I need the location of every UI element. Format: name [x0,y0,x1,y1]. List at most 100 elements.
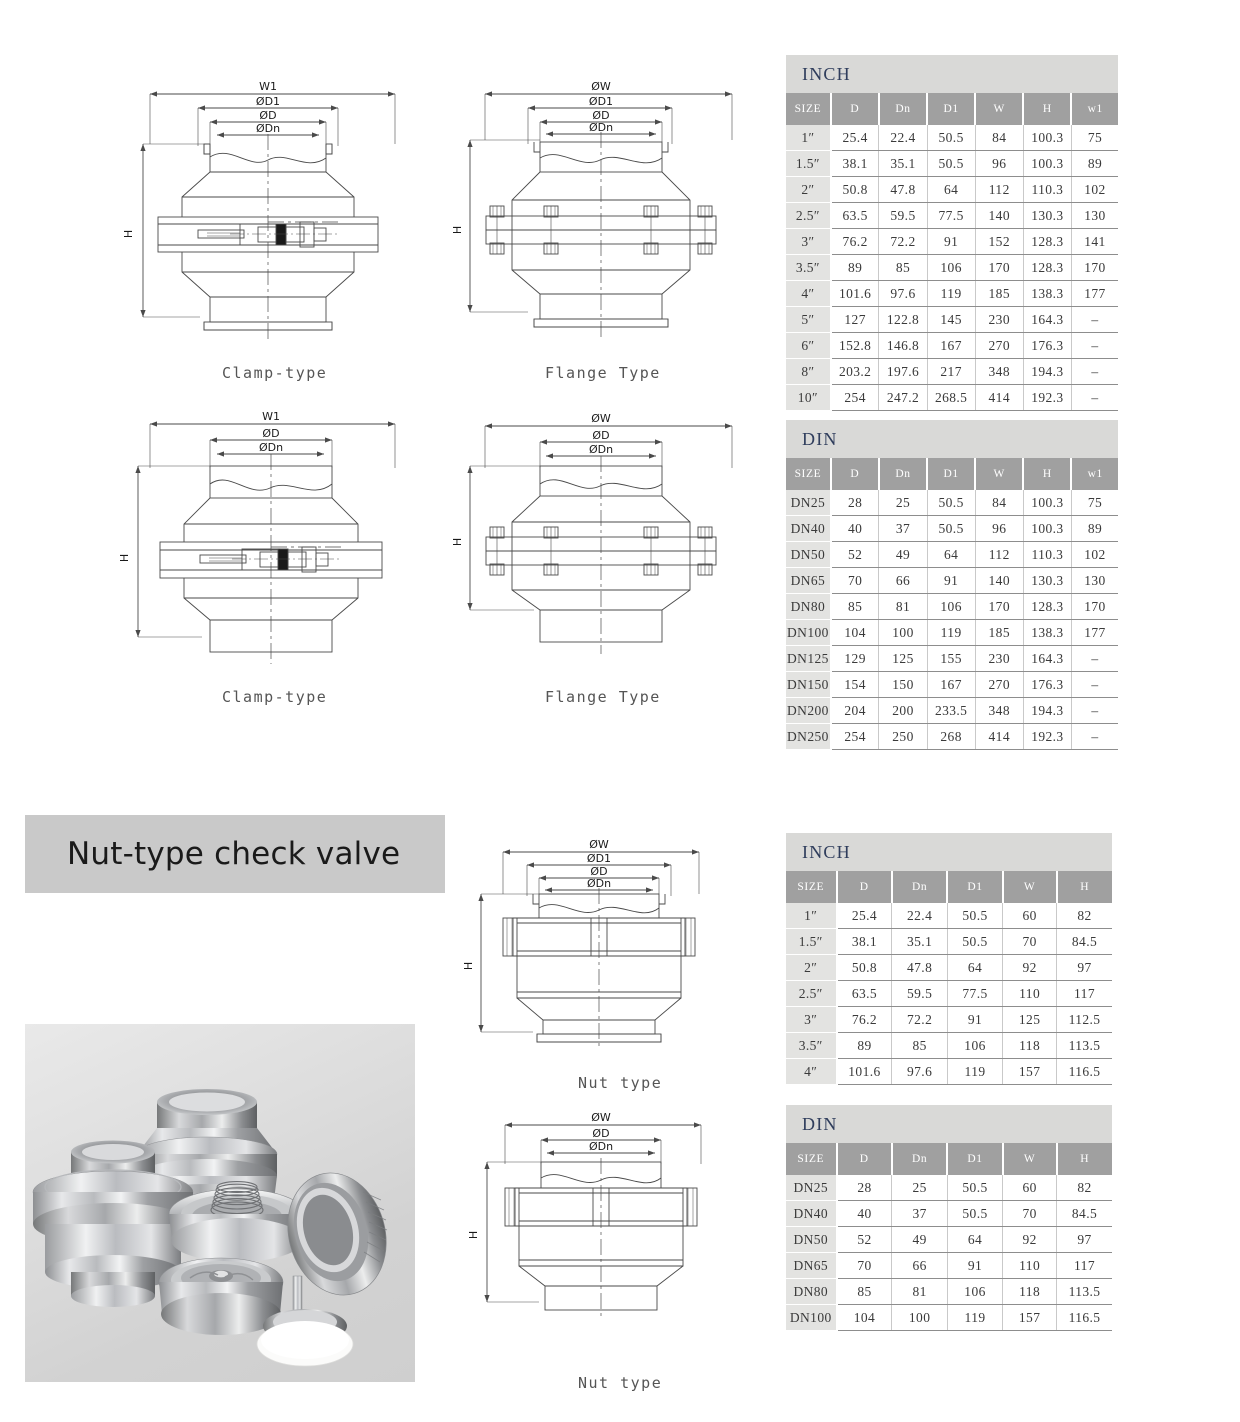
cell-w: 84 [975,125,1024,151]
cell-d1: 268 [927,723,976,750]
cell-d: 52 [836,1226,893,1253]
cell-w: 112 [975,176,1024,203]
cell-w1: 177 [1071,619,1118,646]
cell-w: 230 [975,306,1024,333]
cell-h: 100.3 [1023,490,1072,516]
cell-w: 270 [975,332,1024,359]
cell-d: 85 [836,1278,893,1305]
cell-w: 414 [975,723,1024,750]
dim-label-h: H [462,962,475,970]
cell-d1: 64 [947,1226,1004,1253]
cell-w: 118 [1002,1278,1058,1305]
cell-d: 104 [836,1304,893,1331]
column-header-w: W [975,458,1025,490]
cell-w: 112 [975,541,1024,568]
photo-part-plunger [256,1275,354,1367]
drawing-flange-type-2: ØW ØD ØDn H [450,402,760,682]
cell-w: 92 [1002,1226,1058,1253]
column-header-dn: Dn [878,458,929,490]
photo-part-spring-cup [168,1181,306,1262]
cell-d1: 64 [927,176,976,203]
cell-dn: 197.6 [878,358,928,385]
cell-d: 104 [830,619,880,646]
drawing-clamp-type-2: W1 ØD ØDn H [110,402,420,682]
cell-size: DN25 [786,1175,838,1201]
dim-label-dn: ØDn [589,1140,613,1153]
cell-w1: – [1071,697,1118,724]
drawing-flange-type-1: ØW ØD1 ØD ØDn H [450,72,760,352]
cell-h: 100.3 [1023,150,1072,177]
cell-size: 4″ [786,280,832,307]
cell-w1: 130 [1071,202,1118,229]
dim-label-d: ØD [259,109,276,122]
cell-w: 157 [1002,1058,1058,1085]
photo-part-disc [158,1257,284,1335]
cell-w: 140 [975,202,1024,229]
column-header-size: SIZE [786,458,832,490]
cell-dn: 25 [878,490,928,516]
cell-d1: 167 [927,332,976,359]
cell-d: 129 [830,645,880,672]
cell-dn: 250 [878,723,928,750]
cell-h: 113.5 [1056,1032,1112,1059]
cell-dn: 247.2 [878,384,928,411]
cell-d: 50.8 [830,176,880,203]
cell-d: 38.1 [830,150,880,177]
cell-size: DN100 [786,1304,838,1331]
column-header-d1: D1 [947,1143,1004,1175]
cell-h: 100.3 [1023,125,1072,151]
table-title-inch-clamp: INCH [786,55,1118,93]
cell-w: 348 [975,358,1024,385]
drawing-nut-type-1: ØW ØD1 ØD ØDn H [455,838,755,1058]
cell-w: 60 [1002,1175,1058,1201]
column-header-dn: Dn [878,93,929,125]
dim-label-h: H [118,554,131,562]
caption-clamp-type-1: Clamp-type [222,364,328,382]
cell-h: 116.5 [1056,1304,1112,1331]
column-header-size: SIZE [786,93,832,125]
cell-d1: 50.5 [947,1175,1004,1201]
cell-d: 52 [830,541,880,568]
cell-size: DN200 [786,697,832,724]
cell-w: 84 [975,490,1024,516]
cell-d1: 50.5 [927,125,976,151]
cell-d1: 106 [947,1032,1004,1059]
cell-size: DN125 [786,645,832,672]
dim-label-h: H [451,538,464,546]
cell-h: 100.3 [1023,515,1072,542]
cell-w: 270 [975,671,1024,698]
column-header-w: W [1002,871,1058,903]
cell-d1: 268.5 [927,384,976,411]
dim-label-h: H [122,230,135,238]
column-header-dn: Dn [891,1143,949,1175]
cell-size: DN250 [786,723,832,750]
cell-w: 414 [975,384,1024,411]
cell-w1: – [1071,332,1118,359]
cell-d1: 50.5 [947,928,1004,955]
cell-d: 204 [830,697,880,724]
cell-d1: 91 [947,1252,1004,1279]
caption-flange-type-2: Flange Type [545,688,661,706]
cell-w: 110 [1002,980,1058,1007]
cell-d: 25.4 [836,903,893,929]
cell-d1: 91 [927,567,976,594]
cell-d: 63.5 [830,202,880,229]
photo-part-nut-ring [287,1172,388,1296]
cell-dn: 122.8 [878,306,928,333]
cell-d: 89 [836,1032,893,1059]
cell-d1: 155 [927,645,976,672]
cell-dn: 81 [891,1278,948,1305]
cell-dn: 22.4 [878,125,928,151]
